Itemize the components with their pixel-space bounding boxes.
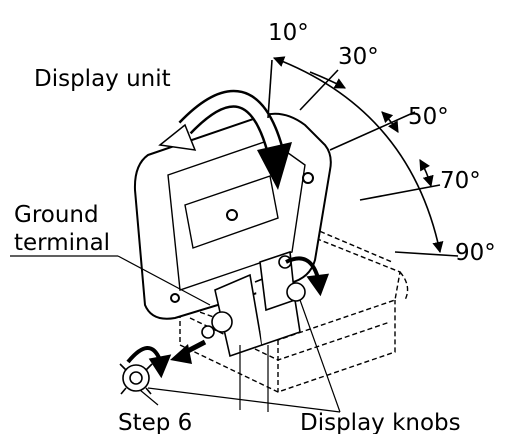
angle-label-50: 50°	[408, 104, 449, 130]
angle-label-10: 10°	[268, 20, 309, 46]
knob-arrow-right-icon	[285, 256, 330, 297]
display-unit-label: Display unit	[34, 66, 171, 92]
angle-scale	[267, 56, 459, 257]
leader-lines	[10, 255, 341, 413]
display-knobs-label: Display knobs	[300, 410, 461, 434]
knob-arrow-left-icon	[126, 346, 172, 379]
ground-terminal-label-1: Ground	[14, 202, 99, 228]
bracket-assembly	[201, 250, 306, 358]
angle-label-30: 30°	[338, 44, 379, 70]
ground-terminal-label-2: terminal	[14, 230, 110, 256]
angle-label-90: 90°	[455, 240, 496, 266]
angle-label-70: 70°	[440, 168, 481, 194]
knob-removed-icon	[119, 363, 153, 395]
step-label: Step 6	[118, 410, 192, 434]
pull-arrow-icon	[170, 339, 207, 364]
